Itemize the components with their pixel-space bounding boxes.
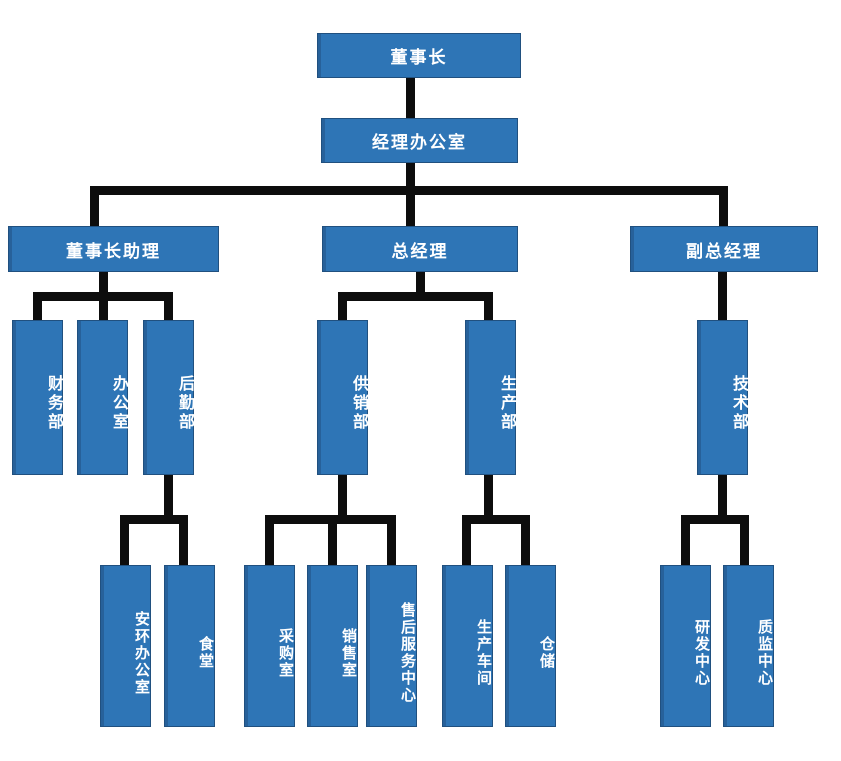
node-safety-env-office[interactable]: 安环办公室 <box>100 565 151 727</box>
connector-logistics-bus <box>120 515 188 524</box>
connector-supply-sales-bus <box>265 515 387 524</box>
connector-drop-sales-office <box>328 515 337 565</box>
node-production-workshop-label: 生产车间 <box>475 619 492 687</box>
node-production-dept[interactable]: 生产部 <box>465 320 516 475</box>
node-production-workshop[interactable]: 生产车间 <box>442 565 493 727</box>
connector-drop-purchasing-office <box>265 515 274 565</box>
node-technology-dept[interactable]: 技术部 <box>697 320 748 475</box>
connector-logistics-dept-drop <box>164 475 173 519</box>
node-chairman-assistant-label: 董事长助理 <box>66 241 161 261</box>
node-after-sales-center[interactable]: 售后服务中心 <box>366 565 417 727</box>
node-general-manager[interactable]: 总经理 <box>322 226 518 272</box>
node-supply-sales-dept-label: 供销部 <box>350 375 367 432</box>
node-chairman[interactable]: 董事长 <box>317 33 521 78</box>
connector-drop-safety-env-office <box>120 515 129 565</box>
node-office-dept-label: 办公室 <box>110 375 127 432</box>
node-production-dept-label: 生产部 <box>498 375 515 432</box>
connector-drop-chairman-assistant <box>90 186 99 226</box>
node-purchasing-office[interactable]: 采购室 <box>244 565 295 727</box>
node-quality-center[interactable]: 质监中心 <box>723 565 774 727</box>
node-manager-office-label: 经理办公室 <box>372 133 467 152</box>
node-logistics-dept[interactable]: 后勤部 <box>143 320 194 475</box>
connector-drop-quality-center <box>740 515 749 565</box>
node-deputy-general-manager[interactable]: 副总经理 <box>630 226 818 272</box>
node-canteen-label: 食堂 <box>197 636 214 670</box>
node-safety-env-office-label: 安环办公室 <box>133 610 150 696</box>
connector-supply-sales-dept-drop <box>338 475 347 519</box>
node-general-manager-label: 总经理 <box>391 241 449 261</box>
node-warehouse[interactable]: 仓储 <box>505 565 556 727</box>
node-sales-office-label: 销售室 <box>340 627 357 679</box>
connector-drop-deputy-general-manager <box>719 186 728 226</box>
node-office-dept[interactable]: 办公室 <box>77 320 128 475</box>
node-technology-dept-label: 技术部 <box>730 375 747 432</box>
connector-drop-production-workshop <box>462 515 471 565</box>
connector-chairman-to-manager-office <box>406 78 415 118</box>
node-after-sales-center-label: 售后服务中心 <box>399 602 416 704</box>
connector-production-bus <box>462 515 530 524</box>
node-rnd-center-label: 研发中心 <box>693 619 710 687</box>
node-finance-dept[interactable]: 财务部 <box>12 320 63 475</box>
node-finance-dept-label: 财务部 <box>45 375 62 432</box>
connector-drop-warehouse <box>521 515 530 565</box>
node-supply-sales-dept[interactable]: 供销部 <box>317 320 368 475</box>
node-sales-office[interactable]: 销售室 <box>307 565 358 727</box>
node-deputy-general-manager-label: 副总经理 <box>686 241 762 261</box>
connector-drop-rnd-center <box>681 515 690 565</box>
node-chairman-label: 董事长 <box>390 48 448 67</box>
node-warehouse-label: 仓储 <box>538 636 555 670</box>
node-manager-office[interactable]: 经理办公室 <box>321 118 518 163</box>
connector-technology-bus <box>681 515 749 524</box>
connector-drop-finance-dept <box>33 292 42 320</box>
connector-drop-production-dept <box>484 292 493 320</box>
node-quality-center-label: 质监中心 <box>756 619 773 687</box>
node-purchasing-office-label: 采购室 <box>277 627 294 679</box>
node-chairman-assistant[interactable]: 董事长助理 <box>8 226 219 272</box>
connector-drop-canteen <box>179 515 188 565</box>
connector-general-manager-drop <box>416 272 425 296</box>
connector-drop-supply-sales-dept <box>338 292 347 320</box>
connector-drop-logistics-dept <box>164 292 173 320</box>
connector-manager-office-drop <box>406 163 415 191</box>
connector-drop-office-dept <box>99 292 108 320</box>
node-logistics-dept-label: 后勤部 <box>176 375 193 432</box>
connector-technology-dept-drop <box>718 475 727 519</box>
connector-production-dept-drop <box>484 475 493 519</box>
connector-drop-general-manager <box>406 186 415 226</box>
connector-chairman-assistant-drop <box>99 272 108 296</box>
connector-deputy-to-technology-dept <box>718 272 727 320</box>
connector-drop-after-sales-center <box>387 515 396 565</box>
connector-general-manager-bus <box>338 292 493 301</box>
node-canteen[interactable]: 食堂 <box>164 565 215 727</box>
node-rnd-center[interactable]: 研发中心 <box>660 565 711 727</box>
